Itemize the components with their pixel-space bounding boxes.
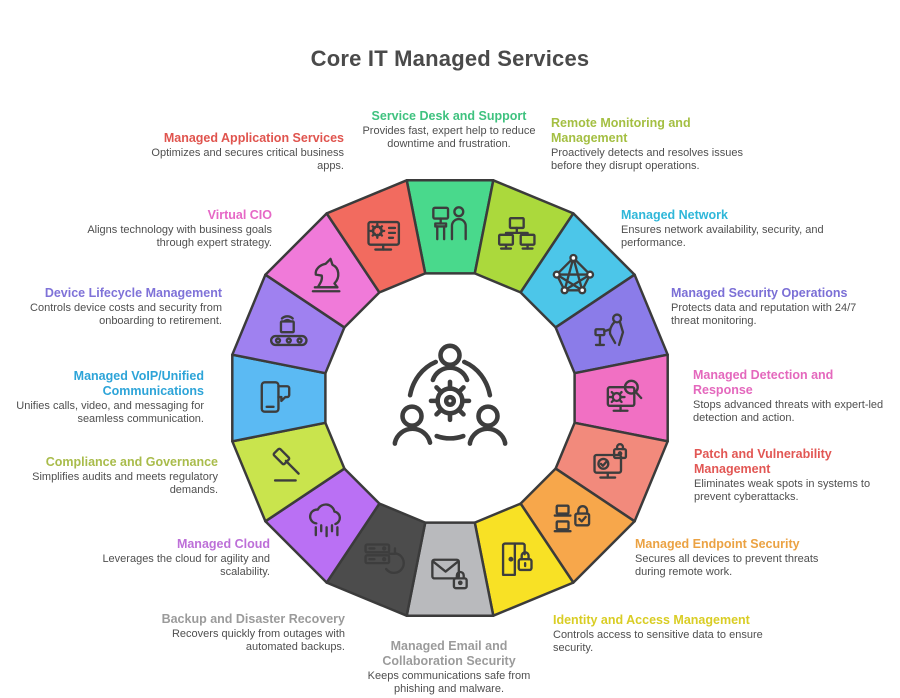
service-label-application-services: Managed Application Services Optimizes a… xyxy=(124,131,344,174)
envelope-lock-icon xyxy=(431,558,468,590)
service-label-device-lifecycle: Device Lifecycle Management Controls dev… xyxy=(7,286,222,329)
service-description: Unifies calls, video, and messaging for … xyxy=(16,399,204,425)
team-gear-icon xyxy=(392,343,508,446)
service-description: Aligns technology with business goals th… xyxy=(87,223,272,250)
service-description: Keeps communications safe from phishing … xyxy=(367,669,531,695)
monitor-gear-icon xyxy=(367,220,401,251)
service-description: Ensures network availability, security, … xyxy=(621,223,824,250)
surveillance-icon xyxy=(594,313,625,347)
phone-chat-icon xyxy=(260,381,291,413)
service-label-patch-vulnerability: Patch and Vulnerability Management Elimi… xyxy=(694,447,900,504)
service-title: Managed VoIP/Unified Communications xyxy=(73,369,204,398)
devices-lock-icon xyxy=(553,504,591,533)
service-label-voip-communications: Managed VoIP/Unified Communications Unif… xyxy=(8,369,204,426)
service-description: Secures all devices to prevent threats d… xyxy=(635,552,819,579)
helpdesk-icon xyxy=(432,206,467,241)
service-title: Managed Endpoint Security xyxy=(635,537,800,551)
service-description: Controls access to sensitive data to ens… xyxy=(553,628,763,655)
service-description: Simplifies audits and meets regulatory d… xyxy=(32,470,218,497)
service-title: Identity and Access Management xyxy=(553,613,750,627)
service-description: Provides fast, expert help to reduce dow… xyxy=(362,124,536,151)
door-lock-icon xyxy=(501,542,533,577)
cloud-icon xyxy=(309,503,341,538)
service-title: Managed Network xyxy=(621,208,728,222)
monitors-icon xyxy=(497,217,536,250)
patch-monitor-icon xyxy=(593,443,628,479)
service-title: Device Lifecycle Management xyxy=(44,286,222,300)
service-title: Managed Cloud xyxy=(176,537,270,551)
service-title: Managed Detection and Response xyxy=(693,368,834,397)
service-label-service-desk: Service Desk and Support Provides fast, … xyxy=(338,109,560,152)
service-title: Patch and Vulnerability Management xyxy=(694,447,832,476)
service-label-virtual-cio: Virtual CIO Aligns technology with busin… xyxy=(70,208,272,251)
service-description: Optimizes and secures critical business … xyxy=(151,146,344,173)
service-description: Proactively detects and resolves issues … xyxy=(551,146,743,172)
service-label-identity-access: Identity and Access Management Controls … xyxy=(553,613,765,656)
service-label-email-collaboration: Managed Email and Collaboration Security… xyxy=(353,639,545,696)
service-description: Stops advanced threats with expert-led d… xyxy=(693,398,884,424)
page-title: Core IT Managed Services xyxy=(310,46,590,71)
service-label-remote-monitoring: Remote Monitoring and Management Proacti… xyxy=(551,116,756,173)
wheel-segment-15 xyxy=(325,179,427,294)
service-title: Backup and Disaster Recovery xyxy=(161,612,345,626)
service-title: Managed Security Operations xyxy=(671,286,848,300)
service-title: Managed Application Services xyxy=(163,131,344,145)
service-label-managed-cloud: Managed Cloud Leverages the cloud for ag… xyxy=(60,537,270,580)
service-title: Compliance and Governance xyxy=(45,455,218,469)
service-description: Leverages the cloud for agility and scal… xyxy=(102,552,270,579)
service-label-detection-response: Managed Detection and Response Stops adv… xyxy=(693,368,893,425)
service-description: Controls device costs and security from … xyxy=(30,301,222,328)
service-description: Eliminates weak spots in systems to prev… xyxy=(694,477,871,503)
gavel-icon xyxy=(272,447,300,482)
service-description: Recovers quickly from outages with autom… xyxy=(171,627,345,654)
service-description: Protects data and reputation with 24/7 t… xyxy=(671,301,857,328)
conveyor-icon xyxy=(269,315,308,347)
server-backup-icon xyxy=(364,543,405,574)
service-label-security-operations: Managed Security Operations Protects dat… xyxy=(671,286,883,329)
threat-scan-icon xyxy=(606,379,643,412)
service-label-managed-network: Managed Network Ensures network availabi… xyxy=(621,208,836,251)
service-title: Virtual CIO xyxy=(207,208,272,222)
service-label-endpoint-security: Managed Endpoint Security Secures all de… xyxy=(635,537,835,580)
network-mesh-icon xyxy=(552,253,595,295)
service-label-backup-recovery: Backup and Disaster Recovery Recovers qu… xyxy=(130,612,345,655)
service-label-compliance-governance: Compliance and Governance Simplifies aud… xyxy=(18,455,218,498)
service-title: Service Desk and Support xyxy=(371,109,527,123)
chess-knight-icon xyxy=(311,257,341,293)
service-title: Managed Email and Collaboration Security xyxy=(382,639,516,668)
service-title: Remote Monitoring and Management xyxy=(551,116,691,145)
